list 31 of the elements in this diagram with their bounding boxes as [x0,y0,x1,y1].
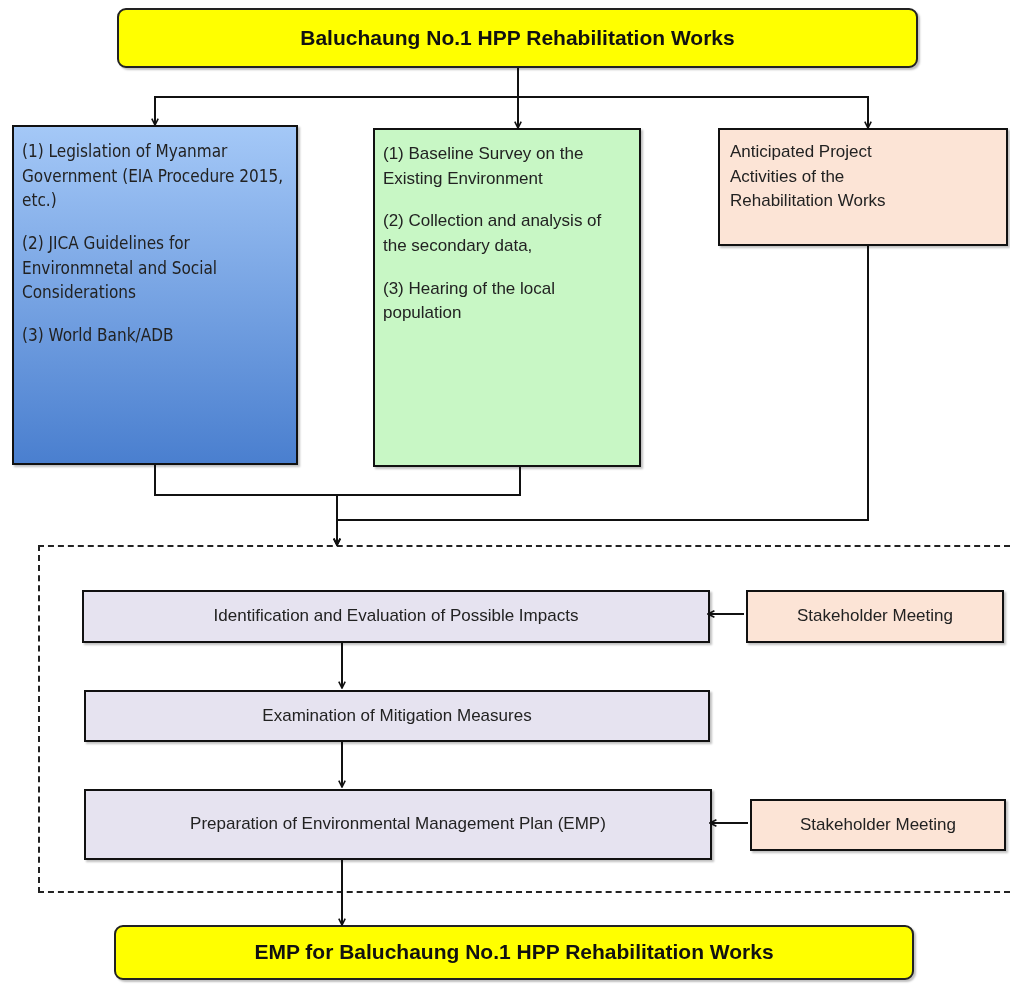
node-text: Identification and Evaluation of Possible Impacts [212,605,580,628]
node-text: (1) Baseline Survey on the Existing Environment [383,143,585,190]
arrow [333,245,869,546]
arrow [338,640,346,689]
arrow [709,819,749,827]
arrow [338,739,346,788]
arrow [338,857,346,926]
node-text: (1) Legislation of Myanmar Government (EIA Procedure 2015, etc.) [22,140,285,213]
node-text: Stakeholder Meeting [796,605,954,628]
title-text: Baluchaung No.1 HPP Rehabilitation Works [299,24,736,51]
node-text: (2) Collection and analysis of the secondary data, [383,210,603,257]
node-text: (2) JICA Guidelines for Environmnetal and Social Considerations [22,231,219,305]
process-box [12,125,298,465]
process-box [84,789,712,860]
title-text: EMP for Baluchaung No.1 HPP Rehabilitation Works [253,939,775,966]
title-box [114,925,914,980]
title-box [117,8,918,68]
arrow [707,610,745,618]
dashed-group-box [38,545,1010,893]
node-text: Stakeholder Meeting [799,813,957,836]
node-text: (3) World Bank/ADB [22,323,175,347]
process-box [84,690,710,742]
node-text: Anticipated Project Activities of the Rehabilitation Works [730,141,887,213]
process-box [373,128,641,467]
process-box [82,590,710,643]
process-box [750,799,1006,851]
node-text: (3) Hearing of the local population [383,277,556,325]
process-box [746,590,1004,643]
process-box [718,128,1008,246]
node-text: Preparation of Environmental Management Plan (EMP) [189,813,607,836]
node-text: Examination of Mitigation Measures [261,704,533,727]
